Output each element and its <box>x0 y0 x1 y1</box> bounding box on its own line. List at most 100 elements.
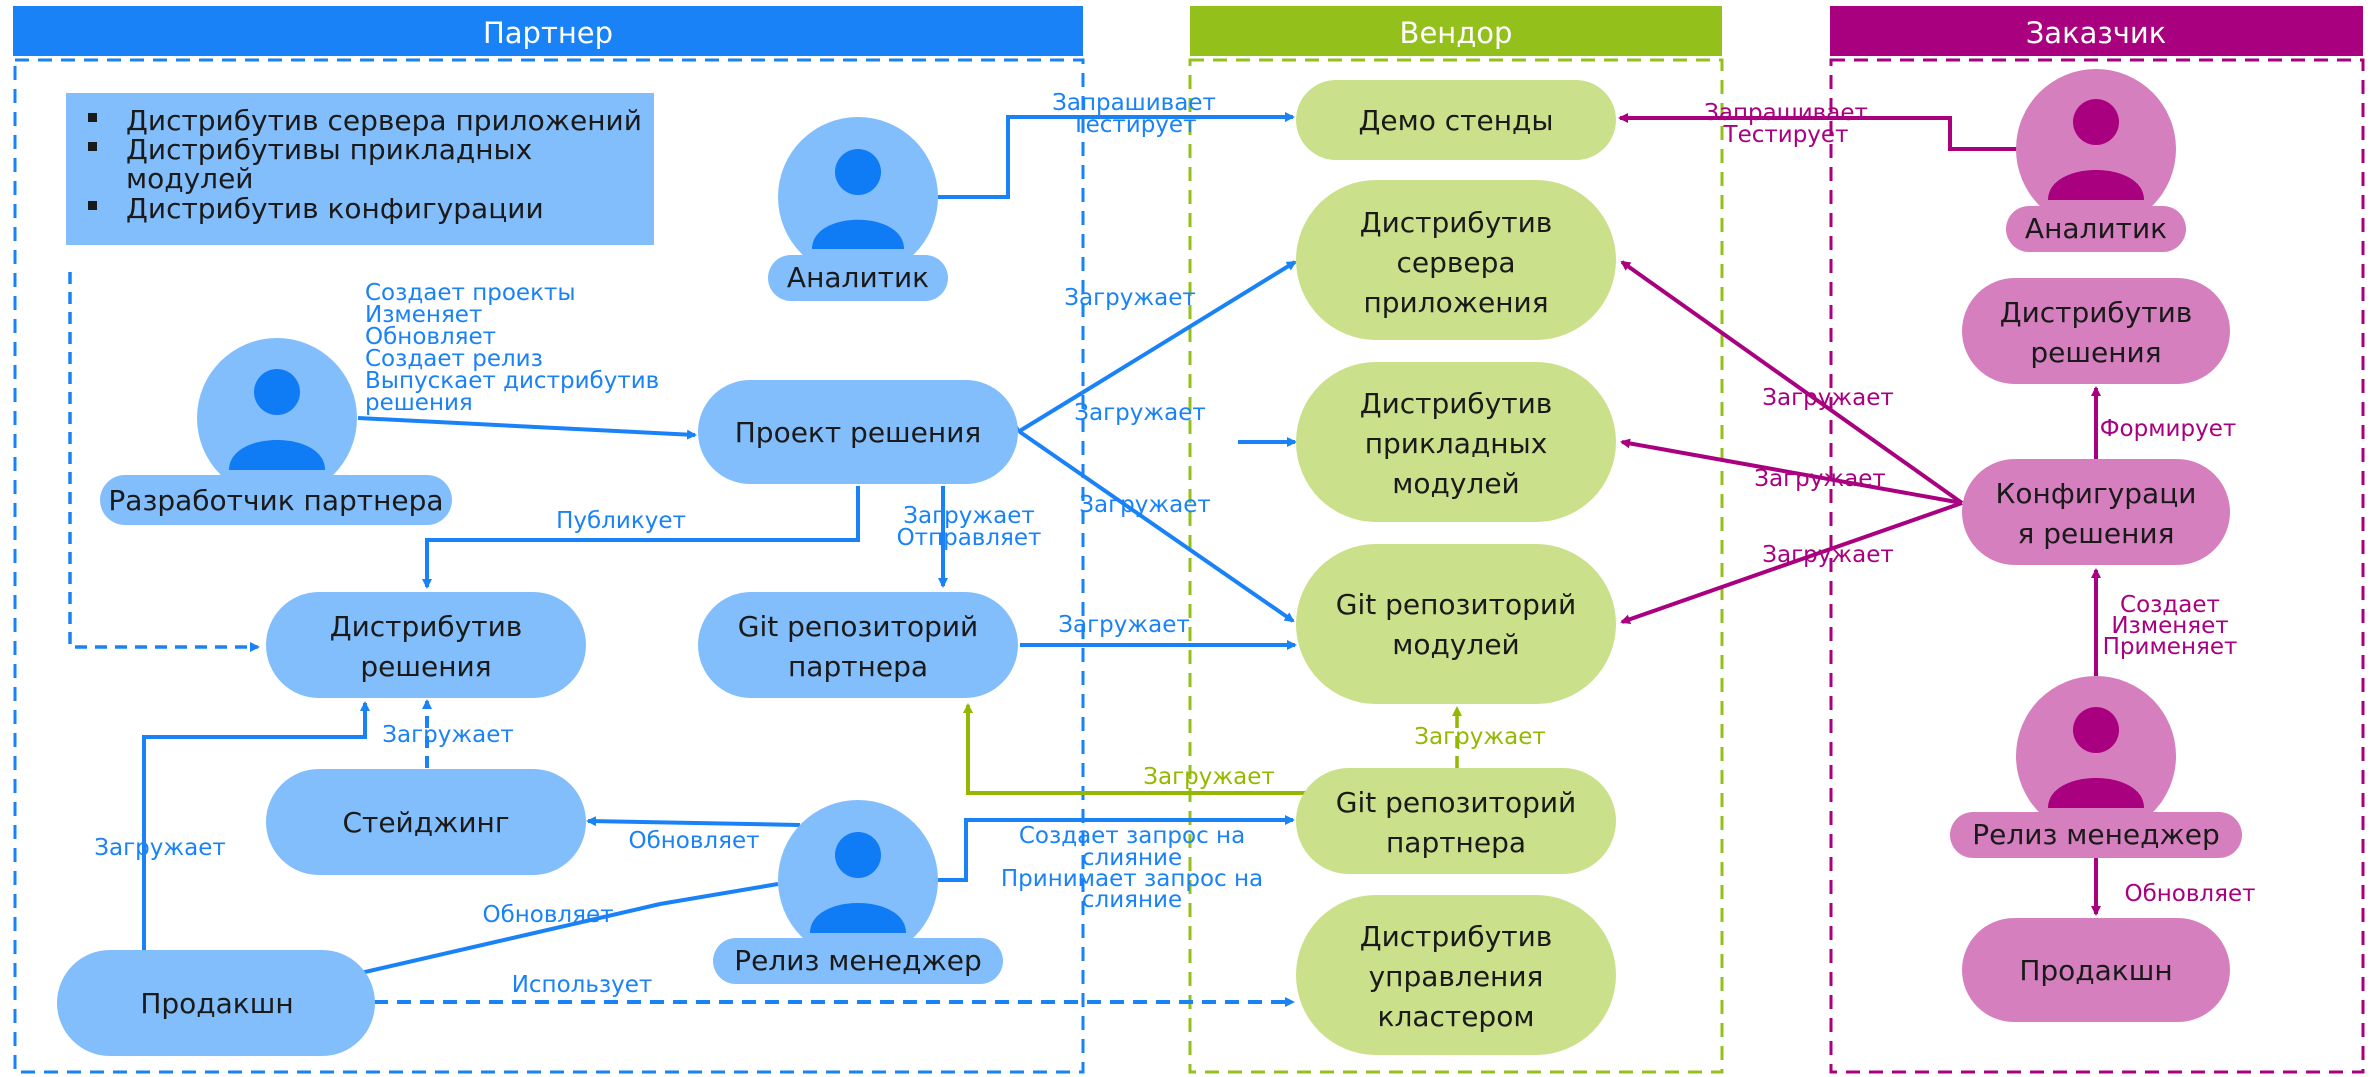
edge-label: Обновляет <box>628 828 759 854</box>
edge-developer-project <box>357 416 697 440</box>
node-label-line: решения <box>360 650 491 683</box>
bullet-icon <box>88 113 97 122</box>
user-icon <box>2073 99 2119 145</box>
node-demo-stands: Демо стенды <box>1296 80 1616 160</box>
edge-conf-modgit <box>1620 501 1963 625</box>
user-body-icon <box>810 903 906 933</box>
edge-label: Загружает <box>1762 385 1894 411</box>
edge-labels: Запрашивает Тестирует Запрашивает Тестир… <box>94 90 2255 998</box>
node-label-line: Дистрибутив <box>1360 206 1553 239</box>
node-label-line: модулей <box>1392 467 1520 500</box>
edge-label: слияние <box>1082 887 1182 913</box>
node-production: Продакшн <box>57 950 375 1056</box>
edge-label: Загружает <box>903 503 1035 529</box>
node-demo-stands-label: Демо стенды <box>1359 104 1554 137</box>
edge-label: Загружает <box>1754 466 1886 492</box>
user-body-icon <box>2048 170 2144 200</box>
edge-label: Обновляет <box>365 324 496 350</box>
edge-label: Отправляет <box>897 525 1042 551</box>
edge-partner-analyst-demo <box>938 112 1295 199</box>
edge-label: Формирует <box>2100 416 2237 442</box>
node-label-line: Конфигураци <box>1996 477 2197 510</box>
node-production-label: Продакшн <box>140 987 293 1020</box>
node-label-line: Дистрибутив <box>1360 920 1553 953</box>
edge-publish <box>422 486 860 589</box>
node-label-line: управления <box>1369 960 1544 993</box>
lane-customer-border <box>1829 58 2365 1074</box>
user-body-icon <box>2048 778 2144 808</box>
edge-list-to-distribution <box>68 272 260 652</box>
node-solution-project-label: Проект решения <box>735 416 982 449</box>
distribution-list-item: модулей <box>126 162 254 195</box>
node-customer-production-label: Продакшн <box>2019 954 2172 987</box>
edge-label: Загружает <box>94 835 226 861</box>
node-label-line: Дистрибутив <box>1360 387 1553 420</box>
lane-vendor-header <box>1190 6 1722 56</box>
edge-label: Изменяет <box>365 302 482 328</box>
edge-label: Принимает запрос на <box>1001 866 1263 892</box>
node-staging-label: Стейджинг <box>342 806 509 839</box>
node-vendor-partner-git: Git репозиторий партнера <box>1296 768 1616 874</box>
edge-label: Изменяет <box>2111 613 2228 639</box>
edge-label: Загружает <box>1064 285 1196 311</box>
partner-analyst-label: Аналитик <box>787 261 929 294</box>
node-label-line: решения <box>2030 336 2161 369</box>
edge-prod-distribution <box>142 701 370 950</box>
customer-analyst-label: Аналитик <box>2025 212 2167 245</box>
node-label-line: Git репозиторий <box>1336 786 1577 819</box>
node-label-line: партнера <box>788 650 928 683</box>
edge-label: Создает релиз <box>365 346 543 372</box>
user-body-icon <box>229 440 325 470</box>
edge-conf-modules <box>1620 438 1963 505</box>
edge-label: Загружает <box>1414 724 1546 750</box>
lane-partner-header <box>13 6 1083 56</box>
edge-label: Запрашивает <box>1052 90 1216 116</box>
lane-partner-title: Партнер <box>483 16 613 50</box>
edge-label: Публикует <box>556 508 686 534</box>
partner-release-manager-label: Релиз менеджер <box>734 944 981 977</box>
edge-label: Загружает <box>1762 542 1894 568</box>
edge-label: Создает <box>2120 592 2220 618</box>
edge-label: слияние <box>1082 845 1182 871</box>
partner-developer-label: Разработчик партнера <box>108 484 443 517</box>
edge-label: Загружает <box>1079 492 1211 518</box>
node-label-line: прикладных <box>1365 427 1548 460</box>
edge-rm-staging <box>586 816 801 827</box>
edge-label: Запрашивает <box>1704 100 1868 126</box>
partner-analyst: Аналитик <box>768 117 948 301</box>
user-icon <box>254 369 300 415</box>
node-staging: Стейджинг <box>266 769 586 875</box>
distribution-list-item: Дистрибутив сервера приложений <box>126 104 642 137</box>
distribution-list-item: Дистрибутив конфигурации <box>126 192 544 225</box>
node-label-line: кластером <box>1378 1000 1535 1033</box>
distribution-list-item: Дистрибутивы прикладных <box>126 133 532 166</box>
node-solution-distribution: Дистрибутив решения <box>266 592 586 698</box>
edge-project-appserver <box>1088 260 1297 390</box>
edge-label: Создает проекты <box>365 280 576 306</box>
node-label-line: приложения <box>1363 286 1548 319</box>
customer-analyst: Аналитик <box>2006 69 2186 252</box>
node-customer-production: Продакшн <box>1962 918 2230 1022</box>
edge-label: Тестирует <box>1071 112 1197 138</box>
node-label-line: Дистрибутив <box>2000 296 2193 329</box>
edge-rm-vendorgit <box>938 815 1295 882</box>
lane-customer-title: Заказчик <box>2026 16 2167 50</box>
bullet-icon <box>88 201 97 210</box>
node-label-line: модулей <box>1392 628 1520 661</box>
edge-label: Выпускает дистрибутив <box>365 368 659 394</box>
user-icon <box>2073 707 2119 753</box>
node-customer-solution-distribution: Дистрибутив решения <box>1962 278 2230 384</box>
node-modules-git: Git репозиторий модулей <box>1296 544 1616 704</box>
node-label-line: я решения <box>2018 517 2175 550</box>
edge-label: Загружает <box>382 722 514 748</box>
distribution-list-bg <box>66 93 654 245</box>
node-label-line: сервера <box>1396 246 1515 279</box>
user-icon <box>835 149 881 195</box>
edge-label: Загружает <box>1058 612 1190 638</box>
node-partner-git: Git репозиторий партнера <box>698 592 1018 698</box>
node-label-line: партнера <box>1386 826 1526 859</box>
edge-label: Применяет <box>2103 634 2238 660</box>
lane-vendor-title: Вендор <box>1400 16 1513 50</box>
edge-customer-analyst-demo <box>1618 113 2024 151</box>
